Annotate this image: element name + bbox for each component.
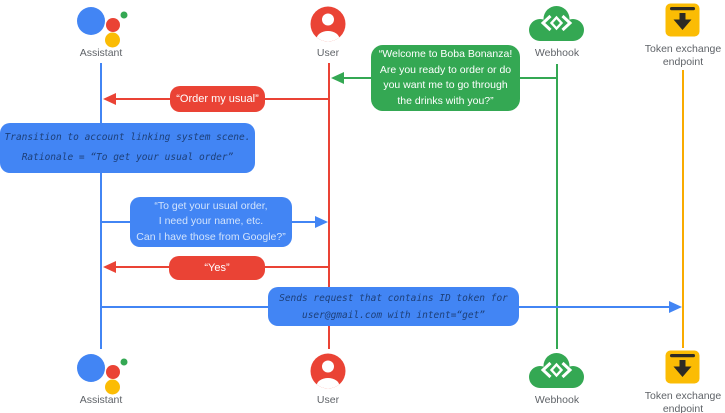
send-request-line: Sends request that contains ID token for xyxy=(279,292,508,304)
yes-message-text: “Yes” xyxy=(204,262,230,274)
ask-message-box: “To get your usual order, I need your na… xyxy=(130,197,292,247)
ask-arrowhead xyxy=(315,215,328,228)
welcome-message-line: Are you ready to order or do xyxy=(379,63,512,76)
send-arrowhead xyxy=(669,300,682,313)
assistant-lifeline xyxy=(100,63,102,349)
welcome-message-line: the drinks with you?” xyxy=(397,94,494,107)
transition-note-line: Rationale = “To get your usual order” xyxy=(21,152,234,163)
user-lifeline xyxy=(328,63,330,349)
welcome-message-line: you want me to go through xyxy=(383,79,508,91)
welcome-arrowhead xyxy=(331,71,344,84)
yes-message-box: “Yes” xyxy=(169,256,265,280)
webhook-cloud-icon xyxy=(529,6,584,41)
send-request-line: user@gmail.com with intent=“get” xyxy=(301,309,486,321)
token-exchange-download-icon xyxy=(665,350,700,384)
user-label-bottom: User xyxy=(316,394,340,406)
ask-message-line: I need your name, etc. xyxy=(158,215,264,228)
token-label-top: Token exchange endpoint xyxy=(644,43,722,68)
user-icon xyxy=(310,6,346,42)
webhook-label-bottom: Webhook xyxy=(534,394,580,406)
webhook-lifeline xyxy=(556,64,558,349)
welcome-message-box: “Welcome to Boba Bonanza! Are you ready … xyxy=(371,45,520,111)
order-arrowhead xyxy=(103,92,116,105)
welcome-message-line: “Welcome to Boba Bonanza! xyxy=(378,48,513,60)
ask-message-line: “To get your usual order, xyxy=(154,199,268,212)
google-assistant-icon xyxy=(77,354,128,395)
transition-note-box: Transition to account linking system sce… xyxy=(0,123,255,173)
webhook-cloud-icon xyxy=(529,353,584,388)
transition-note-line: Transition to account linking system sce… xyxy=(4,132,251,143)
assistant-label-bottom: Assistant xyxy=(79,394,123,406)
token-exchange-download-icon xyxy=(665,3,700,37)
yes-arrowhead xyxy=(103,260,116,273)
order-message-box: “Order my usual” xyxy=(170,86,265,112)
user-icon xyxy=(310,353,346,389)
assistant-label-top: Assistant xyxy=(79,47,123,59)
send-request-box: Sends request that contains ID token for… xyxy=(268,287,519,326)
token-label-bottom: Token exchange endpoint xyxy=(644,390,722,413)
ask-message-line: Can I have those from Google?” xyxy=(136,230,286,243)
user-label-top: User xyxy=(316,47,340,59)
webhook-label-top: Webhook xyxy=(534,47,580,59)
token-lifeline xyxy=(682,70,684,348)
order-message-text: “Order my usual” xyxy=(176,93,259,105)
google-assistant-icon xyxy=(77,7,128,48)
